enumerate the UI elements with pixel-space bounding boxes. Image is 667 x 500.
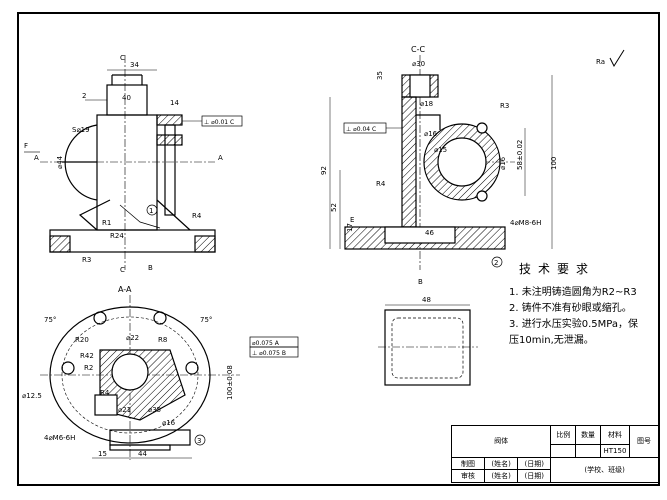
gdt-front: ⊥ ⌀0.01 C — [204, 119, 234, 126]
dim-r1: R1 — [102, 219, 111, 227]
section-c-bottom: C — [120, 266, 125, 274]
dim-2: 2 — [82, 92, 86, 100]
qty-value — [575, 444, 601, 458]
gdt-aa-2: ⊥ ⌀0.075 B — [252, 350, 286, 357]
material-value: HT150 — [599, 444, 630, 458]
cc-dim-58: 58±0.02 — [516, 140, 524, 170]
aa-dim-22: ⌀22 — [126, 334, 139, 342]
aa-dim-r4: R4 — [100, 389, 110, 397]
balloon-3: 3 — [197, 437, 201, 445]
dim-s19: S⌀19 — [72, 126, 90, 134]
cc-dim-4m8: 4⌀M8-6H — [510, 219, 541, 227]
section-aa-title: A-A — [118, 285, 132, 294]
cc-dim-46: 46 — [425, 229, 434, 237]
arrow-f-label: F — [24, 142, 28, 150]
dim-r24: R24 — [110, 232, 124, 240]
cc-dim-16b: ⌀16 — [499, 156, 507, 170]
cc-arrow-e: E — [350, 216, 354, 224]
cc-label-b: B — [418, 278, 423, 286]
title-block: 阀体 比例 数量 材料 图号 HT150 制图 (姓名) (日期) (学校、班级… — [450, 424, 660, 484]
note-item-4: 压10min,无泄漏。 — [509, 335, 594, 346]
scale-label: 比例 — [550, 424, 577, 446]
dim-r3: R3 — [82, 256, 91, 264]
aa-dim-15: 15 — [98, 450, 107, 458]
technical-requirements: 技术要求 1. 未注明铸造圆角为R2~R3 2. 铸件不准有砂眼或缩孔。 3. … — [509, 260, 659, 349]
aa-dim-35: ⌀35 — [148, 406, 161, 414]
gdt-aa-1: ⌀0.075 A — [252, 340, 280, 347]
aa-dim-r42: R42 — [80, 352, 94, 360]
drawing-border — [17, 12, 660, 486]
dim-34: 34 — [130, 61, 139, 69]
aa-dim-r2: R2 — [84, 364, 93, 372]
dim-40: 40 — [122, 94, 131, 102]
balloon-1: 1 — [149, 207, 153, 215]
checked-date: (日期) — [517, 469, 552, 483]
cc-dim-r4: R4 — [376, 180, 386, 188]
material-label: 材料 — [599, 424, 630, 446]
notes-title: 技术要求 — [519, 262, 596, 276]
dim-14: 14 — [170, 99, 179, 107]
roughness-text: Ra — [596, 58, 605, 66]
aa-dim-r8: R8 — [158, 336, 167, 344]
cc-dim-18: ⌀18 — [420, 100, 433, 108]
roughness-symbol: Ra — [596, 49, 625, 68]
front-view: 34 40 2 14 S⌀19 ⌀44 R24 R4 R3 R1 ⊥ ⌀0.01… — [24, 54, 243, 274]
balloon-2: 2 — [494, 259, 498, 267]
axis-a-left: A — [34, 154, 39, 162]
aa-dim-100: 100±0.08 — [226, 365, 234, 400]
note-item-3: 3. 进行水压实验0.5MPa，保 — [509, 319, 638, 330]
qty-label: 数量 — [575, 424, 601, 446]
axis-a-right: A — [218, 154, 223, 162]
view-b-dim-48: 48 — [422, 296, 431, 304]
gdt-cc: ⊥ ⌀0.04 C — [346, 126, 376, 133]
section-aa-view: A-A 75° 75° R20 R42 R8 ⌀22 R2 R4 ⌀12.5 ⌀… — [22, 285, 299, 460]
drawn-date: (日期) — [517, 456, 552, 471]
cc-dim-52: 52 — [330, 203, 338, 212]
cc-dim-100: 100 — [550, 157, 558, 170]
drawn-label: 制图 — [450, 456, 486, 471]
aa-dim-4m6: 4⌀M6-6H — [44, 434, 75, 442]
aa-angle-75-left: 75° — [44, 316, 56, 324]
cc-dim-16a: ⌀16 — [424, 130, 438, 138]
drawn-name: (姓名) — [484, 456, 519, 471]
aa-angle-75-right: 75° — [200, 316, 212, 324]
aa-dim-21: ⌀21 — [118, 406, 131, 414]
checked-name: (姓名) — [484, 469, 519, 483]
aa-dim-12-5: ⌀12.5 — [22, 392, 42, 400]
label-b-1: B — [148, 264, 153, 272]
scale-value — [550, 444, 577, 458]
section-cc-title: C-C — [411, 45, 425, 54]
school-class: (学校、班级) — [550, 456, 659, 484]
checked-label: 审核 — [450, 469, 486, 483]
dim-r4: R4 — [192, 212, 202, 220]
aa-dim-44: 44 — [138, 450, 147, 458]
note-item-2: 2. 铸件不准有砂眼或缩孔。 — [509, 303, 632, 314]
cc-dim-15: ⌀15 — [434, 146, 447, 154]
aa-dim-16: ⌀16 — [162, 419, 176, 427]
note-item-1: 1. 未注明铸造圆角为R2~R3 — [509, 287, 637, 298]
cc-dim-92: 92 — [320, 166, 328, 175]
part-name: 阀体 — [450, 425, 552, 458]
cc-dim-17: 17 — [346, 223, 354, 232]
dim-44: ⌀44 — [56, 155, 64, 169]
title-block-table: 阀体 比例 数量 材料 图号 HT150 制图 (姓名) (日期) (学校、班级… — [450, 424, 660, 484]
cc-dim-r3: R3 — [500, 102, 509, 110]
cc-dim-30: ⌀30 — [412, 60, 425, 68]
section-c-top: C — [120, 54, 125, 62]
section-cc-view: C-C ⌀30 ⌀18 R3 ⌀15 ⌀16 58±0.02 R4 ⌀16 4⌀… — [320, 45, 558, 286]
aa-dim-r20: R20 — [75, 336, 89, 344]
view-b: 48 — [378, 296, 478, 386]
drawing-no-label: 图号 — [628, 425, 660, 458]
cc-dim-35: 35 — [376, 71, 384, 80]
